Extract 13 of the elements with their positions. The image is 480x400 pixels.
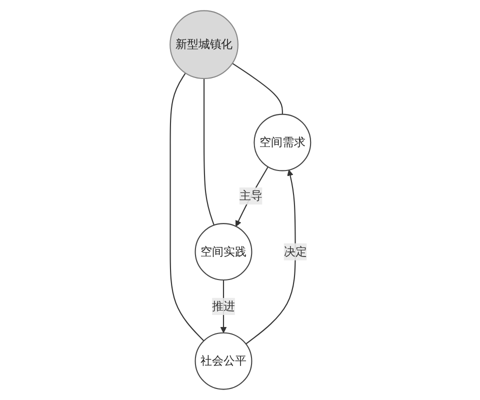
- edge-label: 推进: [212, 299, 235, 313]
- edge-label: 主导: [238, 188, 262, 202]
- connector: [169, 72, 204, 342]
- connector: [203, 78, 214, 226]
- node-circle: 空间实践: [194, 223, 252, 281]
- connector: [232, 62, 283, 114]
- arrow: [235, 166, 268, 227]
- edge-label: 决定: [283, 244, 306, 258]
- arrow: [220, 280, 226, 334]
- node-circle: 社会公平: [194, 332, 252, 390]
- arrow: [245, 170, 296, 344]
- node-circle: 空间需求: [253, 114, 311, 172]
- node-circle: 新型城镇化: [169, 10, 238, 80]
